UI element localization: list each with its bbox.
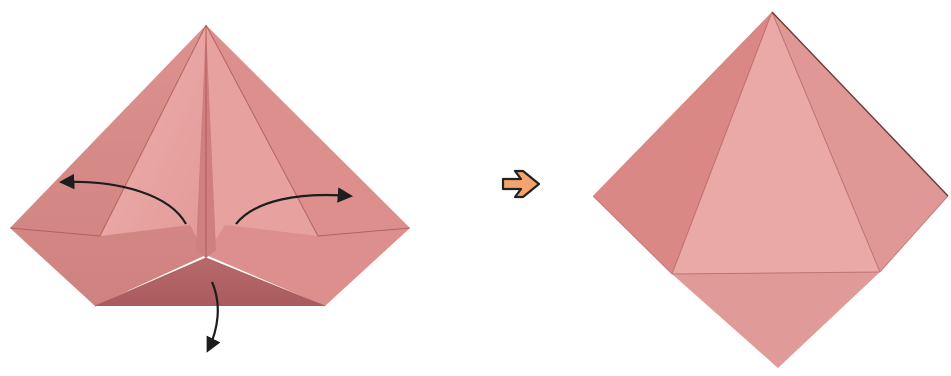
folded-paper-before [10, 25, 410, 350]
folded-paper-result [593, 12, 948, 368]
right-arrow-icon [503, 171, 539, 197]
result-bottom-face [672, 272, 880, 368]
